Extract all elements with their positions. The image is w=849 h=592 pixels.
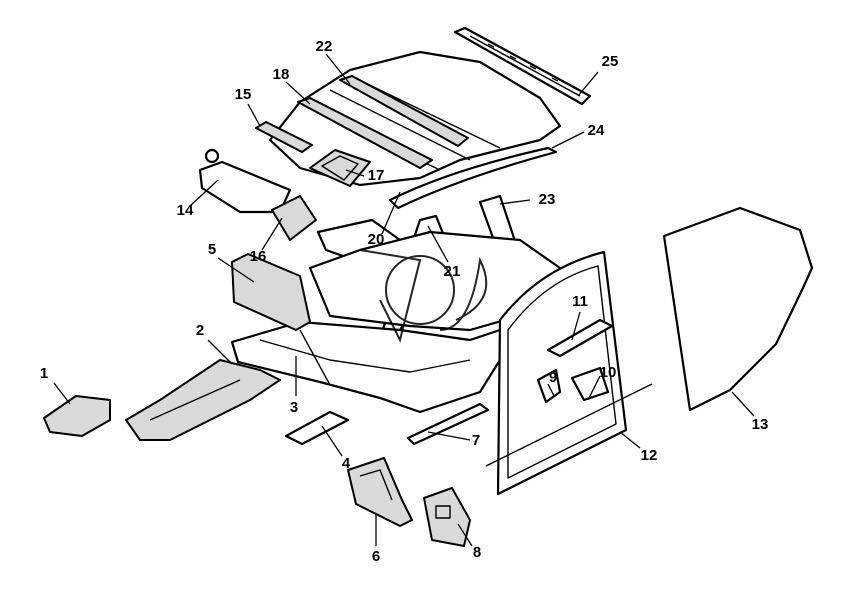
callout-15: 15 [235,86,252,103]
callout-2: 2 [196,322,204,339]
callout-3: 3 [290,399,298,416]
part-dome-light-housing [309,149,371,187]
callout-20: 20 [368,231,385,248]
callout-10: 10 [600,364,617,381]
callout-6: 6 [372,548,380,565]
part-visor-bracket [271,195,317,241]
callout-1: 1 [40,365,48,382]
callout-18: 18 [273,66,290,83]
callout-4: 4 [342,455,351,472]
callout-24: 24 [588,122,605,139]
leader-lines [53,53,755,547]
part-sill-strip-4 [284,410,350,446]
part-door-seal [662,206,814,412]
callout-9: 9 [549,369,557,386]
callout-14: 14 [177,202,194,219]
callout-labels: 1 2 3 4 5 6 7 8 9 10 11 12 13 14 15 16 1… [40,38,769,565]
callout-12: 12 [641,447,658,464]
part-side-roof-rail [388,146,558,210]
callout-16: 16 [250,248,267,265]
part-door-inner-bracket [546,318,614,358]
part-sun-visor [198,148,292,214]
callout-11: 11 [572,293,588,310]
part-roof-bow-15 [255,121,313,153]
callout-5: 5 [208,241,216,258]
part-sill-strip-7 [406,402,490,446]
callout-21: 21 [444,263,461,280]
callout-13: 13 [752,416,769,433]
callout-8: 8 [473,544,481,561]
part-roof-rail-strip [453,26,592,106]
callout-22: 22 [316,38,333,55]
part-roof-bow-22 [339,75,469,147]
callout-25: 25 [602,53,619,70]
part-roof-bow-18 [297,97,433,169]
part-floor-crossmember [125,359,281,441]
part-bracket-6 [347,457,413,527]
watermark [359,249,488,343]
callout-7: 7 [472,432,480,449]
callout-17: 17 [368,167,385,184]
part-side-panel-left [231,253,311,331]
part-front-door [485,250,653,496]
callout-23: 23 [539,191,556,208]
part-bracket-8 [423,487,471,547]
part-small-floor-bracket [43,395,111,437]
